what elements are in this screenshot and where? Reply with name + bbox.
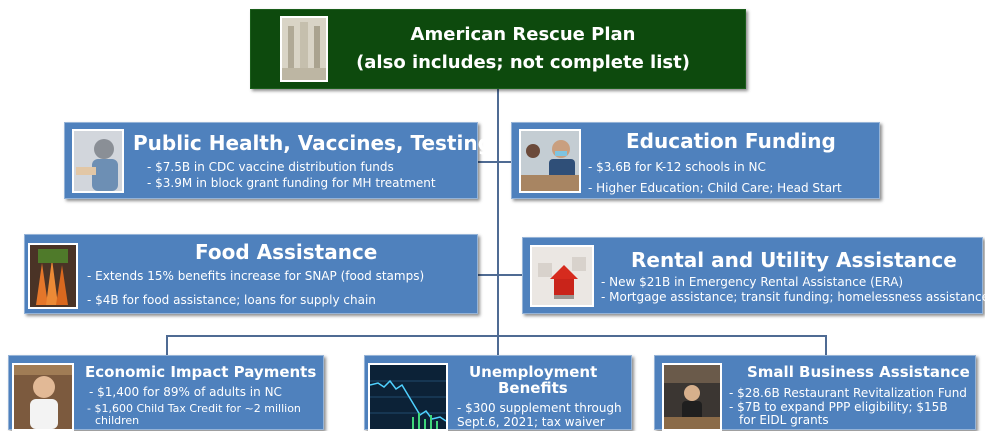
stock-chart-image-icon — [370, 365, 446, 429]
small-business-line-1: - $28.6B Restaurant Revitalization Fund — [729, 386, 967, 400]
unemployment-title-line2: Benefits — [498, 379, 568, 397]
connector-rental — [497, 274, 522, 276]
connector-bottom-bar — [166, 335, 827, 337]
root-thumbnail — [280, 16, 328, 82]
public-health-node: Public Health, Vaccines, Testing - $7.5B… — [64, 122, 492, 199]
connector-public-health — [478, 161, 499, 163]
rental-utility-title: Rental and Utility Assistance — [631, 248, 957, 272]
small-business-line-3: for EIDL grants — [739, 413, 829, 427]
public-health-line-2: - $3.9M in block grant funding for MH tr… — [147, 176, 436, 190]
rental-utility-line-2: - Mortgage assistance; transit funding; … — [601, 290, 985, 304]
economic-impact-node: Economic Impact Payments - $1,400 for 89… — [8, 355, 324, 431]
food-assistance-line-1: - Extends 15% benefits increase for SNAP… — [87, 269, 425, 283]
house-image-icon — [532, 247, 592, 305]
small-business-line-2: - $7B to expand PPP eligibility; $15B — [729, 400, 948, 414]
connector-economic — [166, 335, 168, 355]
small-business-node: Small Business Assistance - $28.6B Resta… — [654, 355, 976, 431]
unemployment-line-2: Sept.6, 2021; tax waiver — [457, 415, 605, 429]
unemployment-line-1: - $300 supplement through — [457, 401, 622, 415]
small-business-title: Small Business Assistance — [747, 363, 970, 381]
root-node: American Rescue Plan (also includes; not… — [250, 9, 746, 89]
root-title-line1: American Rescue Plan — [410, 24, 636, 45]
unemployment-thumbnail — [368, 363, 448, 431]
economic-impact-line-3: children — [95, 414, 140, 427]
vaccination-image-icon — [74, 131, 122, 191]
food-assistance-thumbnail — [28, 243, 78, 309]
economic-impact-title: Economic Impact Payments — [85, 363, 317, 381]
economic-impact-line-1: - $1,400 for 89% of adults in NC — [89, 385, 282, 399]
rental-utility-node: Rental and Utility Assistance - New $21B… — [522, 237, 985, 314]
food-assistance-title: Food Assistance — [195, 240, 378, 264]
economic-impact-line-2: - $1,600 Child Tax Credit for ~2 million — [87, 402, 301, 415]
public-health-thumbnail — [72, 129, 124, 193]
small-business-thumbnail — [662, 363, 722, 431]
economic-impact-thumbnail — [12, 363, 74, 431]
rental-utility-line-1: - New $21B in Emergency Rental Assistanc… — [601, 275, 904, 289]
education-line-1: - $3.6B for K-12 schools in NC — [588, 160, 766, 174]
connector-small-business — [825, 335, 827, 355]
classroom-image-icon — [521, 131, 579, 191]
rental-utility-thumbnail — [530, 245, 594, 307]
woman-portrait-image-icon — [14, 365, 72, 429]
education-title: Education Funding — [626, 129, 836, 153]
public-health-title: Public Health, Vaccines, Testing — [133, 131, 492, 155]
unemployment-title-line1: Unemployment — [469, 363, 598, 381]
hallway-image-icon — [282, 18, 326, 80]
food-assistance-node: Food Assistance - Extends 15% benefits i… — [24, 234, 478, 314]
root-title-line2: (also includes; not complete list) — [356, 52, 690, 73]
connector-trunk — [497, 89, 499, 360]
unemployment-node: Unemployment Benefits - $300 supplement … — [364, 355, 632, 431]
education-node: Education Funding - $3.6B for K-12 schoo… — [511, 122, 880, 199]
carrots-image-icon — [30, 245, 76, 307]
restaurant-image-icon — [664, 365, 720, 429]
connector-education — [497, 161, 511, 163]
education-thumbnail — [519, 129, 581, 193]
public-health-line-1: - $7.5B in CDC vaccine distribution fund… — [147, 160, 394, 174]
connector-food — [478, 274, 499, 276]
education-line-2: - Higher Education; Child Care; Head Sta… — [588, 181, 842, 195]
food-assistance-line-2: - $4B for food assistance; loans for sup… — [87, 293, 376, 307]
